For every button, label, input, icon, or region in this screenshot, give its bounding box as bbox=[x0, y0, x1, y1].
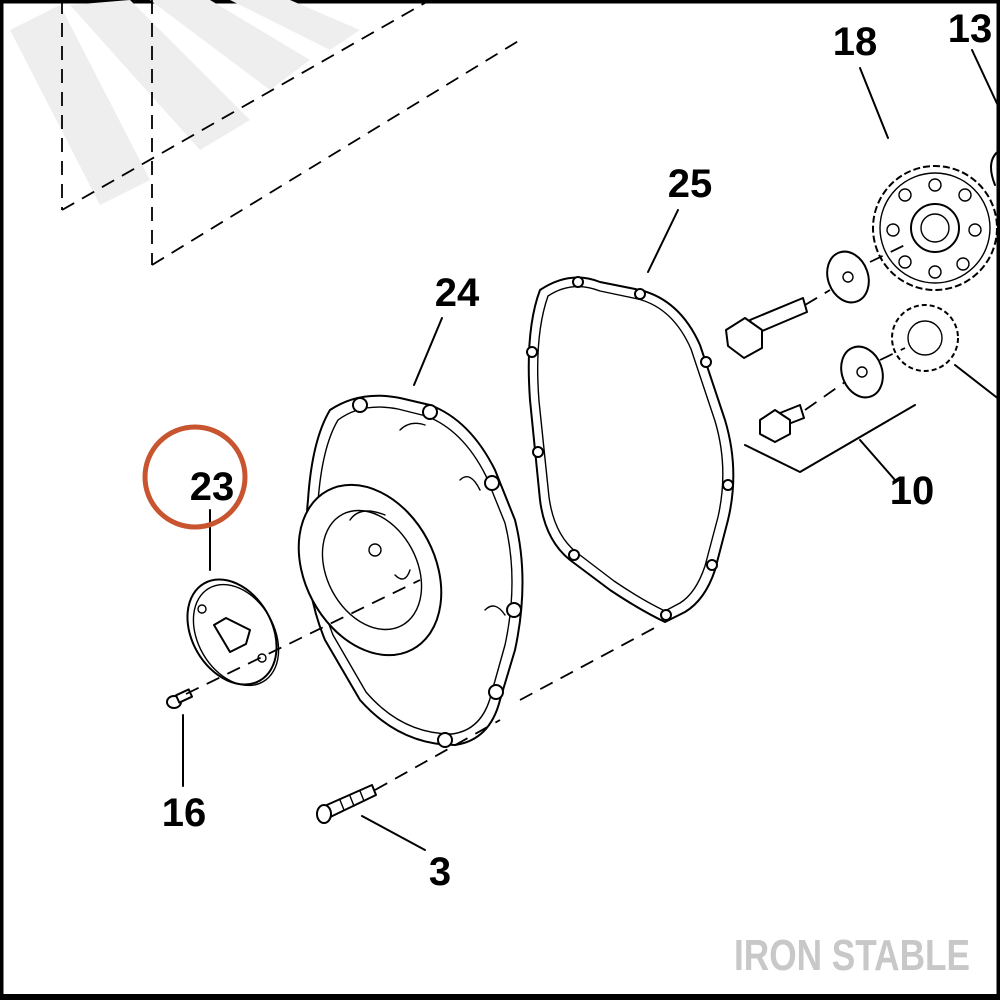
bracket-10 bbox=[744, 404, 916, 473]
washers-bolts-part-10 bbox=[725, 250, 884, 443]
small-gear bbox=[891, 304, 1000, 401]
clutch-cover-part-24 bbox=[297, 394, 524, 748]
screw-part-16 bbox=[166, 688, 194, 709]
callout-23: 23 bbox=[190, 465, 235, 509]
leader-lines bbox=[182, 49, 1000, 851]
gasket-part-25 bbox=[526, 276, 735, 623]
callout-25: 25 bbox=[668, 162, 713, 206]
assembly-dash-lines bbox=[185, 244, 906, 791]
callout-13: 13 bbox=[948, 7, 993, 51]
callout-16: 16 bbox=[162, 791, 207, 835]
callout-18: 18 bbox=[833, 20, 878, 64]
background-stripes bbox=[10, 0, 360, 205]
sprocket-part-18 bbox=[872, 165, 998, 291]
callout-24: 24 bbox=[435, 271, 480, 315]
derby-cover-part-23 bbox=[186, 578, 280, 687]
watermark: IRON STABLE bbox=[734, 931, 970, 980]
dashed-reference-lines bbox=[61, 0, 521, 266]
bolt-part-3 bbox=[316, 784, 377, 824]
callout-3: 3 bbox=[429, 850, 451, 894]
highlight-ring bbox=[142, 424, 248, 530]
callout-10: 10 bbox=[890, 469, 935, 513]
logo-badge-icon bbox=[213, 617, 251, 653]
part-13-edge bbox=[990, 149, 1000, 186]
